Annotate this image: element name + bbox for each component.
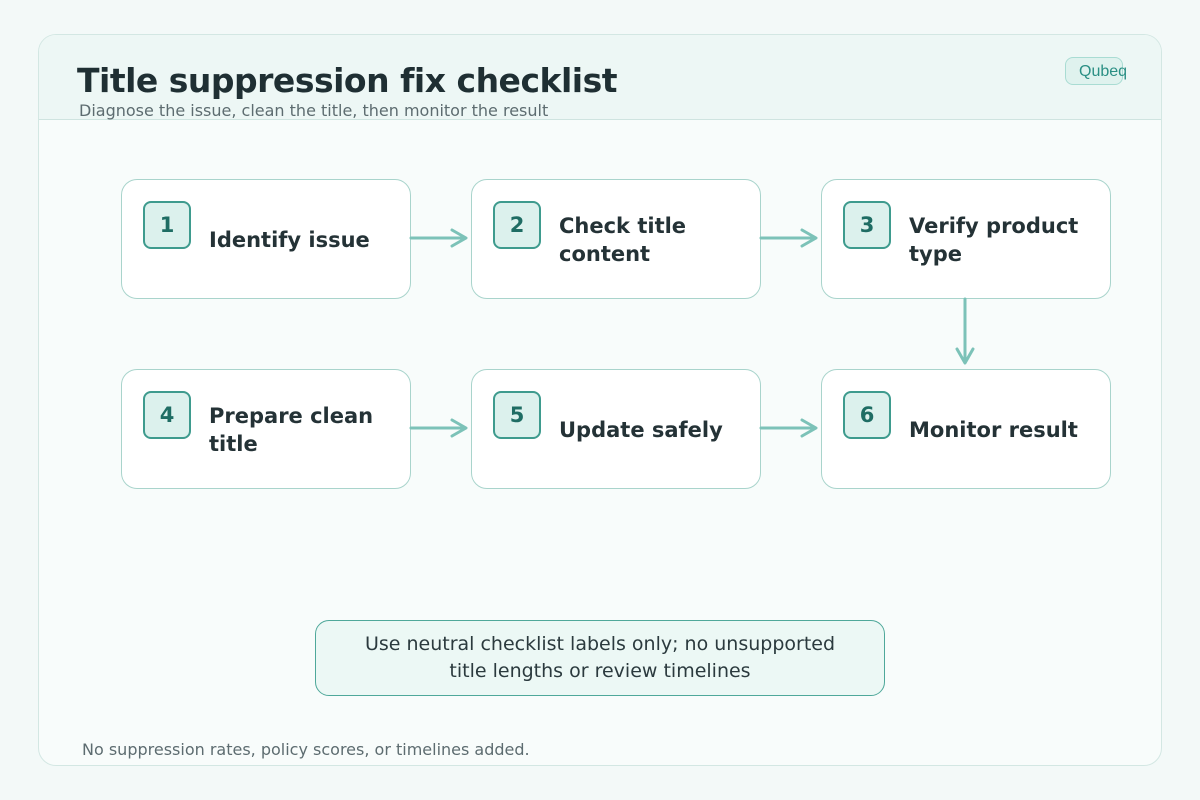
step-label-2: Check title content: [559, 214, 687, 266]
step-box-6: 6 Monitor result: [821, 369, 1111, 489]
guidance-note: Use neutral checklist labels only; no un…: [315, 620, 885, 696]
step-number-badge-6: 6: [843, 391, 891, 439]
header-band: [39, 35, 1161, 120]
step-label-4: Prepare clean title: [209, 404, 374, 456]
step-label-5: Update safely: [559, 418, 723, 442]
step-box-5: 5 Update safely: [471, 369, 761, 489]
brand-badge: Qubeq: [1065, 57, 1127, 85]
step-number-badge-3: 3: [843, 201, 891, 249]
step-box-4: 4 Prepare clean title: [121, 369, 411, 489]
step-box-1: 1 Identify issue: [121, 179, 411, 299]
step-label-6: Monitor result: [909, 418, 1078, 442]
step-number-badge-1: 1: [143, 201, 191, 249]
page-title: Title suppression fix checklist: [77, 61, 618, 100]
step-label-1: Identify issue: [209, 228, 370, 252]
step-number-badge-4: 4: [143, 391, 191, 439]
step-number-badge-5: 5: [493, 391, 541, 439]
step-box-2: 2 Check title content: [471, 179, 761, 299]
footnote: No suppression rates, policy scores, or …: [82, 740, 530, 759]
step-box-3: 3 Verify product type: [821, 179, 1111, 299]
step-label-3: Verify product type: [909, 214, 1079, 266]
page-subtitle: Diagnose the issue, clean the title, the…: [79, 101, 549, 120]
step-number-badge-2: 2: [493, 201, 541, 249]
